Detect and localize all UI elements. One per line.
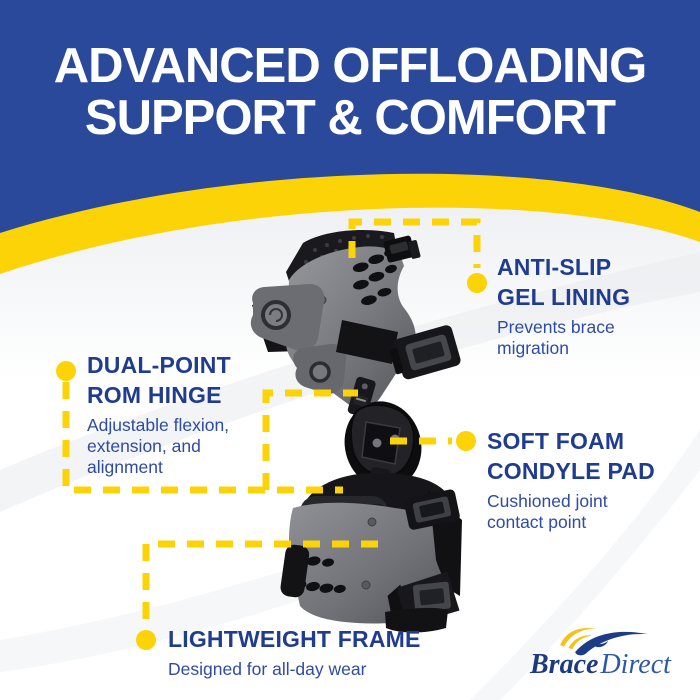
callout-heading: ANTI-SLIP GEL LINING — [497, 254, 631, 310]
connector-rom-hinge-inner — [262, 389, 358, 490]
title-line-2: SUPPORT & COMFORT — [84, 91, 616, 145]
page-title: ADVANCED OFFLOADING SUPPORT & COMFORT — [0, 40, 700, 144]
brand-wordmark: BraceDirect — [530, 650, 671, 680]
callout-heading: DUAL-POINT ROM HINGE — [87, 352, 231, 408]
callout-dot-condyle-pad — [456, 431, 476, 451]
callout-lightweight-frame: LIGHTWEIGHT FRAME Designed for all-day w… — [168, 624, 448, 680]
callout-heading: LIGHTWEIGHT FRAME — [168, 626, 421, 652]
connector-rom-hinge-outer — [62, 382, 343, 494]
callout-body: Cushioned joint contact point — [487, 491, 608, 532]
brand-word-brace: Brace — [530, 649, 599, 680]
connector-lightweight-frame — [142, 540, 378, 622]
callout-condyle-pad: SOFT FOAM CONDYLE PAD Cushioned joint co… — [487, 426, 667, 533]
brand-logo: BraceDirect — [528, 622, 700, 692]
title-line-1: ADVANCED OFFLOADING — [53, 39, 648, 93]
callout-body: Adjustable flexion, extension, and align… — [87, 415, 230, 477]
brand-word-direct: Direct — [600, 649, 671, 680]
callout-anti-slip: ANTI-SLIP GEL LINING Prevents brace migr… — [497, 252, 667, 359]
callout-dot-lightweight-frame — [136, 630, 156, 650]
callout-dot-anti-slip — [467, 273, 487, 293]
callout-rom-hinge: DUAL-POINT ROM HINGE Adjustable flexion,… — [87, 350, 272, 478]
callout-dot-rom-hinge — [56, 361, 76, 381]
callout-body: Prevents brace migration — [497, 317, 615, 358]
callout-body: Designed for all-day wear — [168, 659, 367, 679]
brand-swoosh-icon — [560, 627, 648, 656]
callout-heading: SOFT FOAM CONDYLE PAD — [487, 428, 655, 484]
